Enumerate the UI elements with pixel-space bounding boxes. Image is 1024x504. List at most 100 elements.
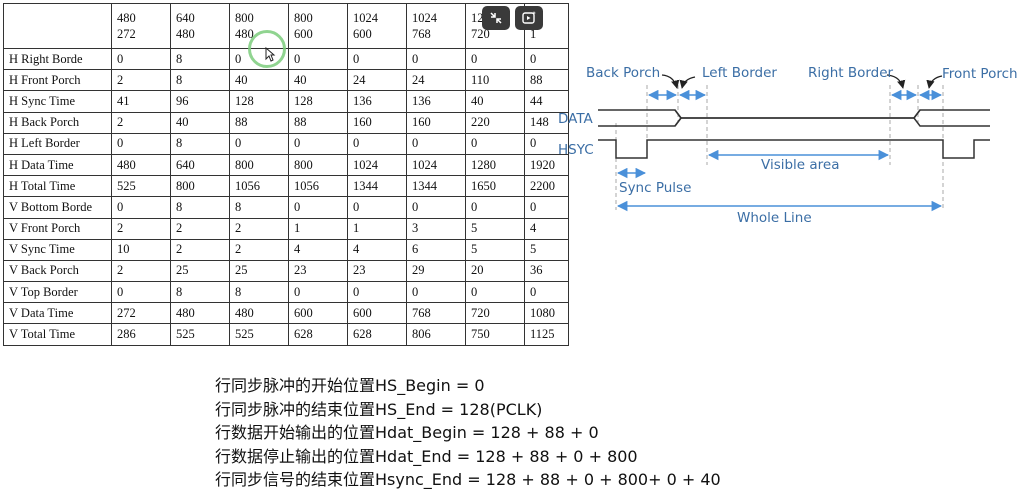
table-cell: 480 bbox=[170, 302, 230, 325]
table-cell: 286 bbox=[111, 323, 171, 346]
row-label: V Total Time bbox=[3, 323, 112, 346]
table-cell: 10 bbox=[111, 238, 171, 261]
label-left-border: Left Border bbox=[702, 65, 777, 81]
table-cell: 0 bbox=[465, 47, 525, 71]
media-tools-button[interactable] bbox=[515, 6, 543, 30]
table-cell: 0 bbox=[406, 132, 466, 155]
table-cell: 0 bbox=[111, 47, 171, 71]
table-cell: 8 bbox=[170, 132, 230, 155]
table-cell: 0 bbox=[524, 281, 569, 304]
table-cell: 96 bbox=[170, 90, 230, 113]
row-label: H Right Borde bbox=[3, 47, 112, 71]
table-cell: 8 bbox=[170, 196, 230, 219]
row-label: H Back Porch bbox=[3, 111, 112, 134]
table-cell: 1080 bbox=[524, 302, 569, 325]
table-cell: 800 bbox=[170, 175, 230, 198]
table-cell: 0 bbox=[111, 196, 171, 219]
row-label: V Front Porch bbox=[3, 217, 112, 240]
table-cell: 600 bbox=[288, 302, 348, 325]
table-cell: 220 bbox=[465, 111, 525, 134]
row-label: V Back Porch bbox=[3, 259, 112, 283]
row-label: V Top Border bbox=[3, 281, 112, 304]
table-cell: 1056 bbox=[229, 175, 289, 198]
row-label: V Bottom Borde bbox=[3, 196, 112, 219]
table-cell: 160 bbox=[347, 111, 407, 134]
row-label: H Left Border bbox=[3, 132, 112, 155]
collapse-icon bbox=[490, 12, 502, 24]
label-sync-pulse: Sync Pulse bbox=[619, 180, 691, 196]
formula-notes: 行同步脉冲的开始位置HS_Begin = 0 行同步脉冲的结束位置HS_End … bbox=[215, 374, 721, 492]
label-back-porch: Back Porch bbox=[586, 65, 660, 81]
table-cell: 24 bbox=[347, 69, 407, 92]
table-cell: 40 bbox=[229, 69, 289, 92]
table-cell: 272 bbox=[111, 302, 171, 325]
table-cell: 1280 bbox=[465, 153, 525, 177]
table-cell: 480 bbox=[111, 153, 171, 177]
table-cell: 8 bbox=[229, 196, 289, 219]
table-cell: 2 bbox=[111, 111, 171, 134]
exit-fullscreen-button[interactable] bbox=[482, 6, 510, 30]
table-cell: 0 bbox=[465, 132, 525, 155]
table-cell: 0 bbox=[347, 281, 407, 304]
table-cell: 40 bbox=[465, 90, 525, 113]
table-cell: 0 bbox=[406, 281, 466, 304]
table-cell: 628 bbox=[288, 323, 348, 346]
note-line: 行同步信号的结束位置Hsync_End = 128 + 88 + 0 + 800… bbox=[215, 470, 721, 489]
table-cell: 2200 bbox=[524, 175, 569, 198]
table-cell: 88 bbox=[524, 69, 569, 92]
note-line: 行数据开始输出的位置Hdat_Begin = 128 + 88 + 0 bbox=[215, 423, 599, 442]
table-cell: 2 bbox=[111, 259, 171, 283]
table-cell: 24 bbox=[406, 69, 466, 92]
table-cell: 5 bbox=[465, 217, 525, 240]
table-cell: 0 bbox=[111, 132, 171, 155]
row-label: H Data Time bbox=[3, 153, 112, 177]
table-cell: 0 bbox=[347, 47, 407, 71]
table-cell: 20 bbox=[465, 259, 525, 283]
table-cell: 110 bbox=[465, 69, 525, 92]
click-highlight-ring bbox=[248, 30, 286, 68]
table-cell: 8 bbox=[229, 281, 289, 304]
table-cell: 1024 bbox=[347, 153, 407, 177]
table-cell: 8 bbox=[170, 281, 230, 304]
table-cell: 88 bbox=[229, 111, 289, 134]
table-cell: 2 bbox=[229, 238, 289, 261]
table-cell: 2 bbox=[170, 238, 230, 261]
table-cell: 160 bbox=[406, 111, 466, 134]
row-label: V Data Time bbox=[3, 302, 112, 325]
table-cell: 8 bbox=[170, 69, 230, 92]
table-cell: 1056 bbox=[288, 175, 348, 198]
table-cell: 1 bbox=[288, 217, 348, 240]
corner-cell bbox=[3, 3, 112, 49]
table-cell: 44 bbox=[524, 90, 569, 113]
table-cell: 0 bbox=[111, 281, 171, 304]
note-line: 行同步脉冲的结束位置HS_End = 128(PCLK) bbox=[215, 399, 543, 419]
table-cell: 525 bbox=[111, 175, 171, 198]
table-cell: 88 bbox=[288, 111, 348, 134]
table-cell: 480 bbox=[229, 302, 289, 325]
note-line: 行同步脉冲的开始位置HS_Begin = 0 bbox=[215, 376, 485, 395]
label-front-porch: Front Porch bbox=[942, 66, 1018, 82]
row-label: H Front Porch bbox=[3, 69, 112, 92]
table-cell: 2 bbox=[170, 217, 230, 240]
table-cell: 1344 bbox=[406, 175, 466, 198]
label-data: DATA bbox=[558, 111, 594, 127]
table-cell: 0 bbox=[406, 196, 466, 219]
table-cell: 36 bbox=[524, 259, 569, 283]
row-label: H Sync Time bbox=[3, 90, 112, 113]
row-label: H Total Time bbox=[3, 175, 112, 198]
table-cell: 750 bbox=[465, 323, 525, 346]
